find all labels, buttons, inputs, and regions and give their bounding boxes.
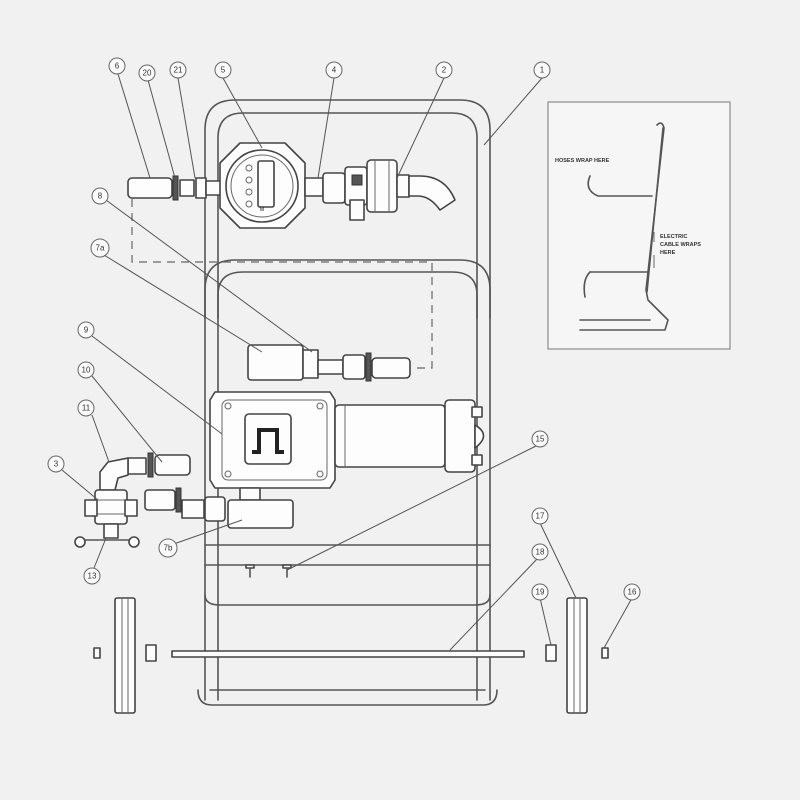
callout-20: 20	[138, 64, 156, 82]
svg-text:19: 19	[536, 588, 545, 597]
callout-16: 16	[623, 583, 641, 601]
callout-6: 6	[108, 57, 126, 75]
svg-text:16: 16	[628, 588, 637, 597]
callout-5: 5	[214, 61, 232, 79]
svg-text:7b: 7b	[164, 544, 173, 553]
callout-7a: 7a	[90, 238, 110, 258]
svg-text:17: 17	[536, 512, 545, 521]
callout-3: 3	[47, 455, 65, 473]
svg-text:8: 8	[98, 192, 103, 201]
wheels-axle	[93, 597, 609, 714]
callout-13: 13	[83, 567, 101, 585]
callout-21: 21	[169, 61, 187, 79]
svg-text:20: 20	[143, 69, 152, 78]
pump-assembly	[181, 344, 485, 529]
callout-7b: 7b	[158, 538, 178, 558]
svg-text:5: 5	[221, 66, 226, 75]
callout-9: 9	[77, 321, 95, 339]
svg-text:11: 11	[82, 404, 91, 413]
callout-4: 4	[325, 61, 343, 79]
svg-text:1: 1	[540, 66, 545, 75]
callout-17: 17	[531, 507, 549, 525]
svg-text:4: 4	[332, 66, 337, 75]
callout-15: 15	[531, 430, 549, 448]
svg-text:13: 13	[88, 572, 97, 581]
inlet-assembly	[74, 452, 191, 548]
svg-text:2: 2	[442, 66, 447, 75]
callout-19: 19	[531, 583, 549, 601]
callout-1: 1	[533, 61, 551, 79]
svg-text:10: 10	[82, 366, 91, 375]
inset-detail	[547, 101, 731, 350]
leader-lines	[61, 73, 633, 651]
cable-wrap-note-line2: CABLE WRAPS	[660, 242, 701, 248]
hoses-wrap-note: HOSES WRAP HERE	[555, 158, 610, 164]
svg-text:3: 3	[54, 460, 59, 469]
callout-8: 8	[91, 187, 109, 205]
svg-text:9: 9	[84, 326, 89, 335]
svg-text:M: M	[260, 207, 265, 213]
callout-11: 11	[77, 399, 95, 417]
callout-10: 10	[77, 361, 95, 379]
svg-text:18: 18	[536, 548, 545, 557]
svg-text:15: 15	[536, 435, 545, 444]
hose-route-dashed	[131, 185, 433, 369]
cable-wrap-note-line1: ELECTRIC	[660, 234, 688, 240]
bolts	[245, 564, 292, 578]
cable-wrap-note-line3: HERE	[660, 250, 676, 256]
callout-2: 2	[435, 61, 453, 79]
top-assembly: M	[127, 142, 456, 229]
svg-text:7a: 7a	[96, 244, 105, 253]
svg-text:6: 6	[115, 62, 120, 71]
callout-18: 18	[531, 543, 549, 561]
svg-text:21: 21	[174, 66, 183, 75]
